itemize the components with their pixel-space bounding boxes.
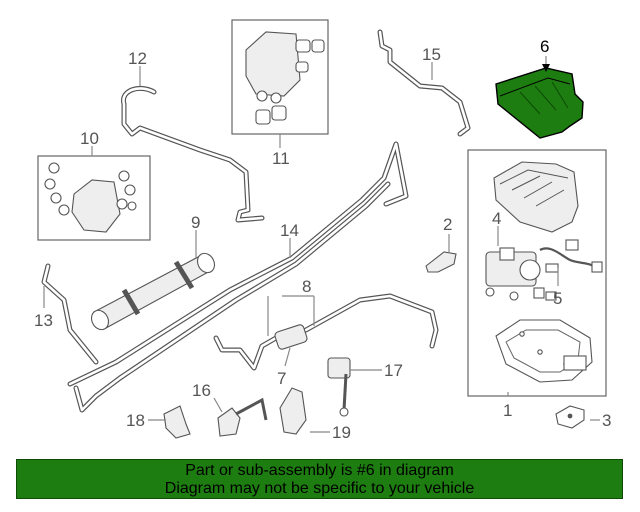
part-1-tray[interactable] (495, 319, 593, 383)
part-8-line-set[interactable] (213, 293, 439, 371)
callout-18: 18 (126, 411, 145, 430)
callout-1: 1 (503, 401, 512, 420)
part-1-cover-assembly[interactable] (493, 161, 579, 233)
callout-14: 14 (280, 221, 299, 240)
callout-labels: 1 2 3 4 5 6 7 8 9 10 11 12 13 14 15 16 1… (34, 37, 611, 442)
callout-13: 13 (34, 311, 53, 330)
callout-6: 6 (540, 37, 549, 56)
callout-4: 4 (492, 209, 501, 228)
leader-lines (43, 56, 600, 433)
part-6-cover[interactable] (495, 67, 584, 139)
callout-7: 7 (277, 369, 286, 388)
banner-line-2: Diagram may not be specific to your vehi… (164, 480, 475, 497)
part-11-valve-block[interactable] (245, 31, 325, 125)
part-16-sensor[interactable] (217, 397, 268, 437)
callout-12: 12 (128, 49, 147, 68)
part-9-tank[interactable] (88, 250, 218, 332)
callout-15: 15 (422, 45, 441, 64)
callout-8: 8 (302, 277, 311, 296)
callout-16: 16 (192, 381, 211, 400)
callout-3: 3 (602, 411, 611, 430)
callout-10: 10 (80, 129, 99, 148)
group-box-1 (467, 149, 607, 397)
callout-5: 5 (553, 289, 562, 308)
group-box-10 (37, 155, 151, 241)
callout-17: 17 (384, 361, 403, 380)
part-15-air-line[interactable] (377, 29, 471, 137)
part-19-bracket[interactable] (279, 387, 307, 435)
part-10-valve-kit[interactable] (44, 162, 137, 233)
part-12-air-line[interactable] (121, 86, 265, 223)
part-5-harness[interactable] (539, 239, 603, 301)
callout-19: 19 (332, 423, 351, 442)
part-17-sensor[interactable] (327, 357, 351, 417)
diagram-canvas: 1 2 3 4 5 6 7 8 9 10 11 12 13 14 15 16 1… (34, 19, 611, 442)
callout-11: 11 (272, 149, 290, 168)
part-3-clip[interactable] (555, 405, 585, 429)
callout-2: 2 (443, 215, 452, 234)
part-14-air-line[interactable] (67, 141, 409, 413)
part-13-air-line[interactable] (41, 263, 99, 365)
part-2-bracket[interactable] (425, 251, 457, 273)
banner-line-1: Part or sub-assembly is #6 in diagram (185, 462, 454, 479)
part-4-compressor[interactable] (485, 247, 545, 301)
part-18-bracket[interactable] (163, 405, 191, 439)
part-7-filter[interactable] (274, 324, 308, 350)
info-banner: Part or sub-assembly is #6 in diagram Di… (16, 459, 623, 499)
callout-9: 9 (191, 213, 200, 232)
